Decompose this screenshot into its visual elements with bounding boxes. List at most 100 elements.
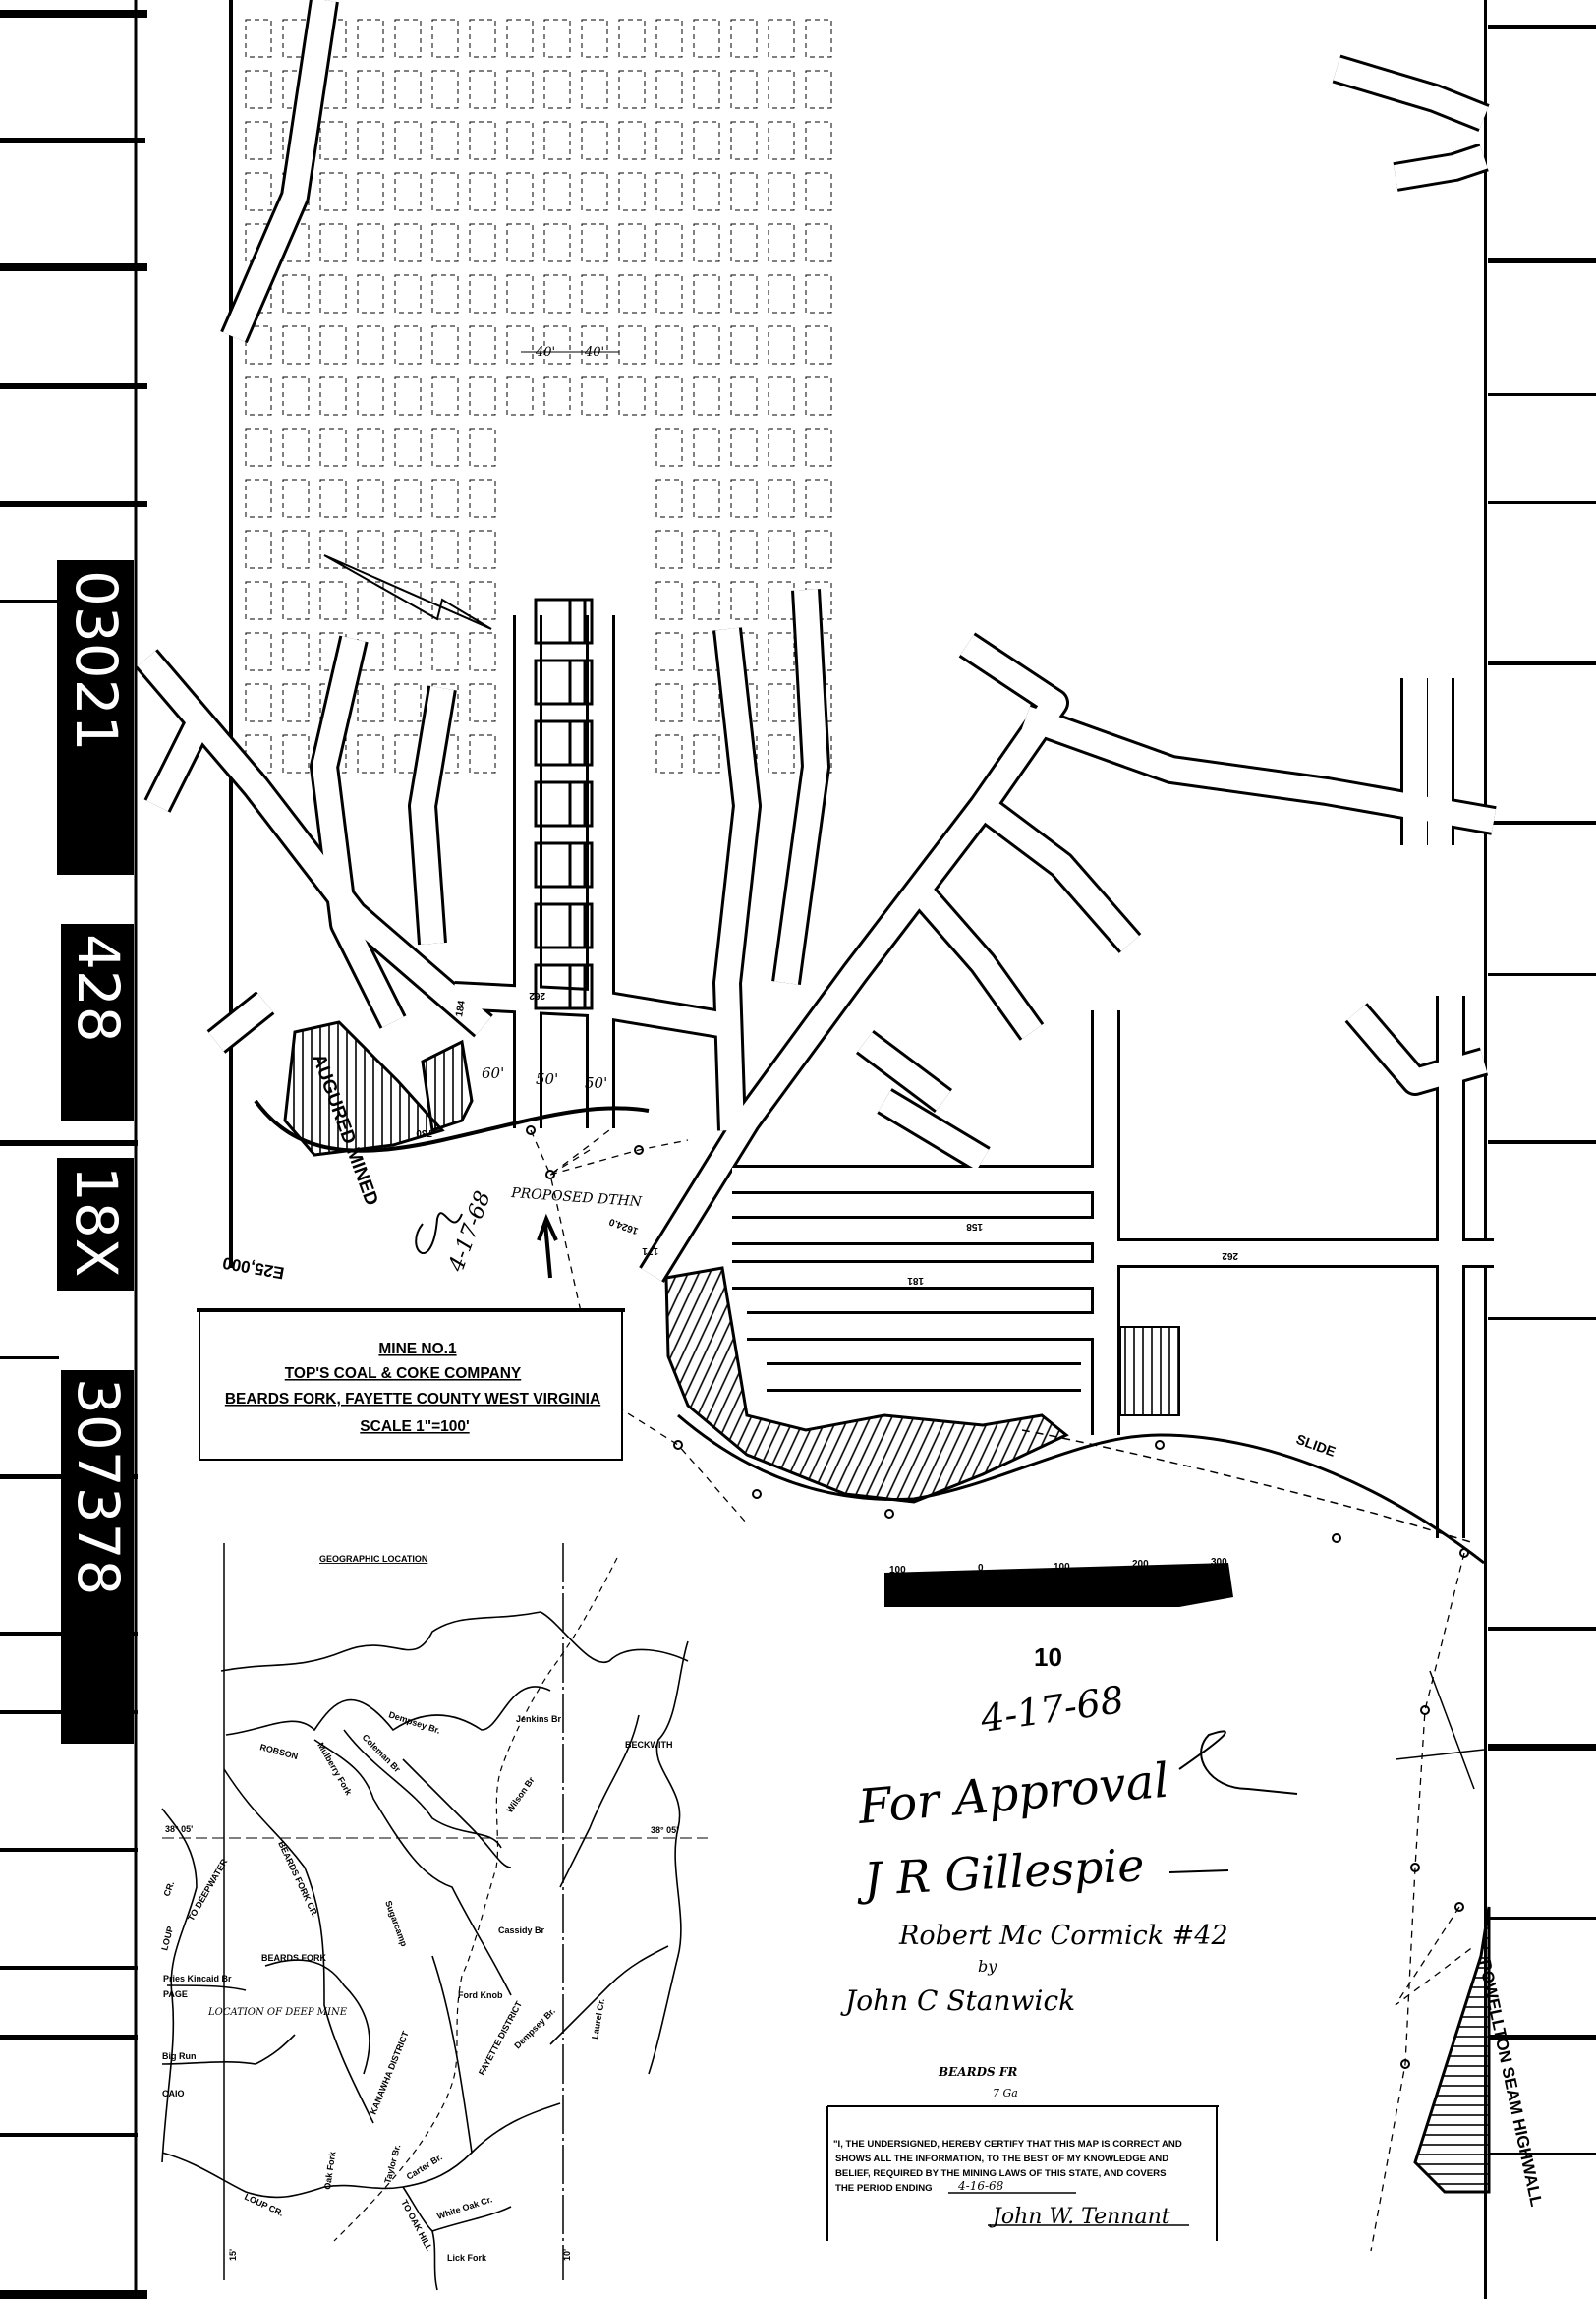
scale-tick-label: 300 xyxy=(1211,1557,1227,1568)
old-pillar-outline xyxy=(245,325,272,365)
right-edge-bars xyxy=(1484,0,1596,2299)
old-pillar-outline xyxy=(730,376,758,416)
film-strip: 03021 428 18X 307378 xyxy=(0,0,147,2299)
film-number-box xyxy=(57,560,134,875)
old-pillar-outline xyxy=(805,121,832,160)
cert-text: SHOWS ALL THE INFORMATION, TO THE BEST O… xyxy=(835,2154,1168,2164)
scale-bar: 100 0 100 200 300 xyxy=(884,1557,1233,1607)
old-pillar-outline xyxy=(581,223,608,262)
old-pillar-outline xyxy=(431,581,459,620)
svg-text:ROBSON: ROBSON xyxy=(258,1742,299,1761)
old-pillar-outline xyxy=(319,223,347,262)
pillar xyxy=(568,963,594,1010)
old-pillar-outline xyxy=(656,734,683,774)
old-pillar-outline xyxy=(469,274,496,314)
for-approval-note: For Approval xyxy=(855,1753,1170,1835)
svg-text:10': 10' xyxy=(562,2249,572,2261)
old-pillar-outline xyxy=(394,70,422,109)
old-pillar-outline xyxy=(581,172,608,211)
hatched-pillar-area xyxy=(664,1266,1069,1504)
old-pillar-outline xyxy=(357,376,384,416)
pillar xyxy=(568,780,594,828)
mine-entry-interior xyxy=(208,993,273,1052)
old-workings-dashed xyxy=(245,19,832,774)
old-pillar-outline xyxy=(431,172,459,211)
svg-text:BECKWITH: BECKWITH xyxy=(625,1740,673,1750)
old-pillar-outline xyxy=(506,172,534,211)
old-pillar-outline xyxy=(282,325,310,365)
old-pillar-outline xyxy=(805,530,832,569)
old-pillar-outline xyxy=(693,274,720,314)
old-pillar-outline xyxy=(431,632,459,671)
old-pillar-outline xyxy=(319,325,347,365)
film-number: 428 xyxy=(65,934,132,1043)
old-pillar-outline xyxy=(543,19,571,58)
svg-text:TO DEEPWATER: TO DEEPWATER xyxy=(186,1857,229,1923)
old-pillar-outline xyxy=(319,172,347,211)
old-pillar-outline xyxy=(805,376,832,416)
old-pillar-outline xyxy=(506,223,534,262)
mine-entry-interior xyxy=(222,0,336,342)
svg-text:184: 184 xyxy=(454,1000,468,1018)
outcrop-line xyxy=(254,1099,650,1153)
handwritten-date: 4-17-68 xyxy=(444,1188,496,1276)
old-pillar-outline xyxy=(394,479,422,518)
pillar xyxy=(568,659,594,706)
old-pillar-outline xyxy=(768,325,795,365)
dimension-label: 50' xyxy=(585,1074,607,1092)
old-pillar-outline xyxy=(431,376,459,416)
title-mine: MINE NO.1 xyxy=(378,1341,457,1357)
old-pillar-outline xyxy=(768,19,795,58)
old-pillar-outline xyxy=(656,479,683,518)
old-pillar-outline xyxy=(543,121,571,160)
old-pillar-outline xyxy=(768,223,795,262)
mine-entry-interior xyxy=(411,686,454,945)
mine-entry-interior xyxy=(313,636,404,1028)
mine-entry-interior xyxy=(137,651,491,1036)
old-pillar-outline xyxy=(282,274,310,314)
old-pillar-outline xyxy=(768,172,795,211)
old-pillar-outline xyxy=(618,172,646,211)
old-pillar-outline xyxy=(693,121,720,160)
old-pillar-outline xyxy=(319,581,347,620)
svg-text:38° 05': 38° 05' xyxy=(651,1825,678,1835)
old-pillar-outline xyxy=(693,734,720,774)
title-location: BEARDS FORK, FAYETTE COUNTY WEST VIRGINI… xyxy=(225,1391,600,1408)
scale-tick-label: 200 xyxy=(1132,1559,1149,1570)
old-pillar-outline xyxy=(730,70,758,109)
old-pillar-outline xyxy=(730,172,758,211)
signature-flourish xyxy=(1178,1730,1298,1795)
svg-text:Mulberry Fork: Mulberry Fork xyxy=(315,1741,354,1798)
old-pillar-outline xyxy=(693,428,720,467)
old-pillar-outline xyxy=(768,121,795,160)
old-pillar-outline xyxy=(656,428,683,467)
old-pillar-outline xyxy=(394,121,422,160)
north-mark: 10 xyxy=(1034,1642,1062,1672)
old-pillar-outline xyxy=(357,530,384,569)
old-pillar-outline xyxy=(768,479,795,518)
svg-text:Ford Knob: Ford Knob xyxy=(458,1990,503,2000)
film-number-box xyxy=(57,1158,134,1291)
old-pillar-outline xyxy=(431,325,459,365)
old-pillar-outline xyxy=(245,428,272,467)
old-pillar-outline xyxy=(282,376,310,416)
old-pillar-outline xyxy=(656,581,683,620)
svg-text:15': 15' xyxy=(228,2249,238,2261)
pillar xyxy=(534,902,587,949)
old-pillar-outline xyxy=(431,121,459,160)
old-pillar-outline xyxy=(805,70,832,109)
old-pillar-outline xyxy=(431,19,459,58)
old-pillar-outline xyxy=(394,172,422,211)
old-pillar-outline xyxy=(469,70,496,109)
svg-text:Pries Kincaid Br: Pries Kincaid Br xyxy=(163,1974,232,1983)
old-pillar-outline xyxy=(394,223,422,262)
old-pillar-outline xyxy=(357,121,384,160)
film-number-box xyxy=(61,924,134,1121)
old-pillar-outline xyxy=(656,121,683,160)
old-pillar-outline xyxy=(768,581,795,620)
old-pillar-outline xyxy=(469,325,496,365)
old-pillar-outline xyxy=(581,121,608,160)
old-pillar-outline xyxy=(506,121,534,160)
old-pillar-outline xyxy=(693,223,720,262)
